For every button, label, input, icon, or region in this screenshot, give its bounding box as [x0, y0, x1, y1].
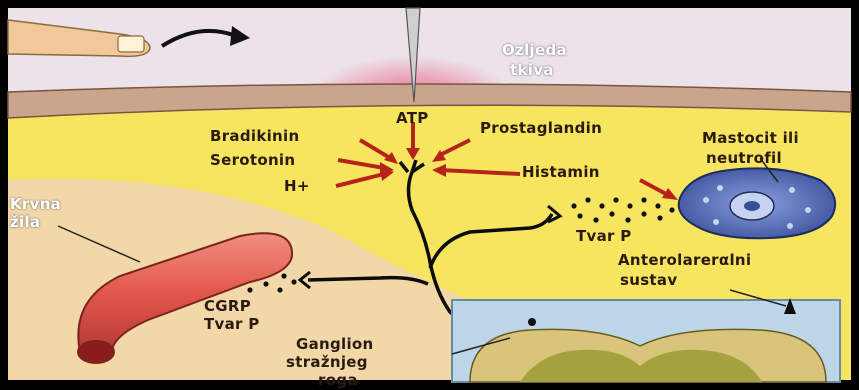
- atp-label: ATP: [396, 110, 429, 127]
- blood-vessel-lumen: [78, 341, 114, 363]
- fingernail: [118, 36, 144, 52]
- anterolateral-label-1: Anterolarerαlni: [618, 252, 751, 269]
- dorsal-root-ganglion: [528, 318, 536, 326]
- mastocit-label-2: neutrofil: [706, 150, 782, 167]
- krvna-zila-label-1: Krvna: [10, 196, 61, 213]
- ganglion-label-3: roga: [318, 372, 358, 389]
- injury-label-2: tkiva: [510, 62, 554, 79]
- injury-label-1: Ozljeda: [502, 42, 567, 59]
- prostaglandin-label: Prostaglandin: [480, 120, 602, 137]
- h-plus-label: H+: [284, 178, 310, 195]
- bradikinin-label: Bradikinin: [210, 128, 299, 145]
- tvar-p-right-label: Tvar P: [576, 228, 632, 245]
- serotonin-label: Serotonin: [210, 152, 295, 169]
- anterolateral-label-2: sustav: [620, 272, 677, 289]
- ganglion-label-1: Ganglion: [296, 336, 374, 353]
- mastocit-label-1: Mastocit ili: [702, 130, 799, 147]
- cgrp-label-1: CGRP: [204, 298, 251, 315]
- cgrp-label-2: Tvar P: [204, 316, 260, 333]
- ganglion-label-2: stražnjeg: [286, 354, 368, 371]
- mast-cell-nucleolus: [744, 201, 760, 211]
- krvna-zila-label-2: žila: [10, 214, 40, 231]
- histamin-label: Histamin: [522, 164, 600, 181]
